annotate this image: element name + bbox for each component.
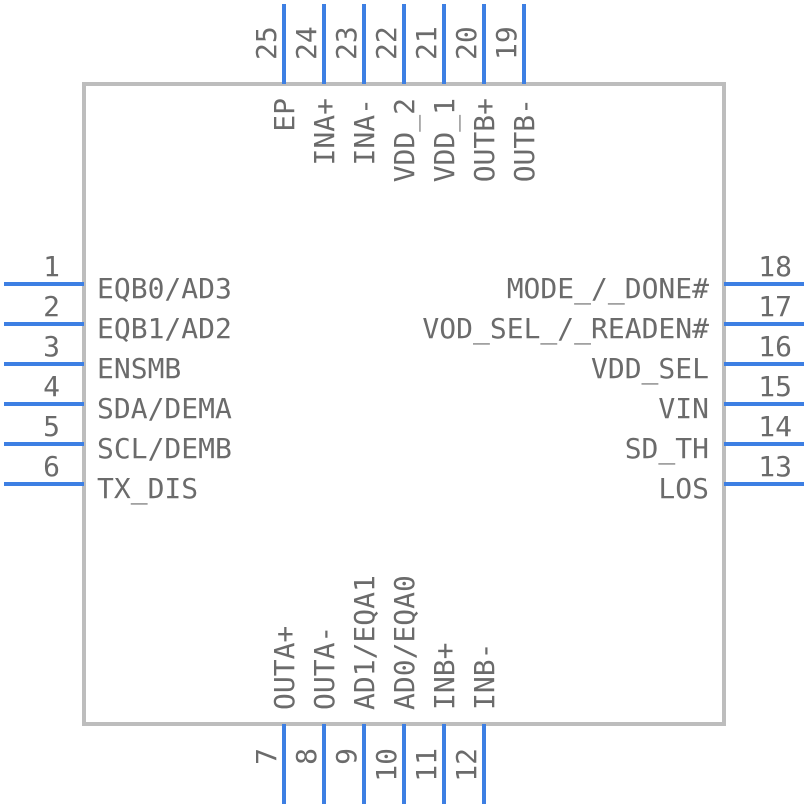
pin-number-4: 4	[43, 370, 60, 403]
pin-label-21: VDD_1	[428, 98, 462, 182]
pin-label-9: AD1/EQA1	[348, 575, 381, 710]
pin-label-25: EP	[268, 98, 301, 132]
pin-number-19: 19	[490, 26, 523, 60]
pin-number-8: 8	[290, 748, 323, 765]
pin-number-2: 2	[43, 290, 60, 323]
pin-label-17: VOD_SEL_/_READEN#	[422, 312, 709, 346]
pin-label-23: INA-	[348, 98, 381, 165]
pin-label-8: OUTA-	[308, 626, 341, 710]
pin-label-7: OUTA+	[268, 626, 301, 710]
pin-label-5: SCL/DEMB	[97, 432, 232, 465]
pin-label-15: VIN	[658, 392, 709, 425]
pin-number-22: 22	[370, 26, 403, 60]
pin-number-11: 11	[410, 748, 443, 782]
pin-number-20: 20	[450, 26, 483, 60]
pin-label-20: OUTB+	[468, 98, 501, 182]
pin-number-16: 16	[758, 330, 792, 363]
pin-number-21: 21	[410, 26, 443, 60]
pin-label-13: LOS	[658, 472, 709, 505]
pin-number-5: 5	[43, 410, 60, 443]
pin-number-9: 9	[330, 748, 363, 765]
pin-label-24: INA+	[308, 98, 341, 165]
pin-label-22: VDD_2	[388, 98, 422, 182]
pin-label-18: MODE_/_DONE#	[507, 272, 709, 306]
pin-number-18: 18	[758, 250, 792, 283]
pin-number-6: 6	[43, 450, 60, 483]
pin-number-17: 17	[758, 290, 792, 323]
pin-number-15: 15	[758, 370, 792, 403]
chip-body	[82, 82, 726, 726]
pin-number-25: 25	[250, 26, 283, 60]
pin-label-2: EQB1/AD2	[97, 312, 232, 345]
pin-number-12: 12	[450, 748, 483, 782]
pin-label-10: AD0/EQA0	[388, 575, 421, 710]
pin-label-19: OUTB-	[508, 98, 541, 182]
pin-number-24: 24	[290, 26, 323, 60]
pin-number-3: 3	[43, 330, 60, 363]
pin-label-1: EQB0/AD3	[97, 272, 232, 305]
pin-number-10: 10	[370, 748, 403, 782]
pin-label-6: TX_DIS	[97, 472, 198, 506]
pin-number-7: 7	[250, 748, 283, 765]
pin-label-14: SD_TH	[625, 432, 709, 466]
pin-label-12: INB-	[468, 643, 501, 710]
pin-number-13: 13	[758, 450, 792, 483]
pin-label-16: VDD_SEL	[591, 352, 709, 386]
pin-label-3: ENSMB	[97, 352, 181, 385]
pin-number-23: 23	[330, 26, 363, 60]
pin-number-14: 14	[758, 410, 792, 443]
pin-label-4: SDA/DEMA	[97, 392, 232, 425]
pin-number-1: 1	[43, 250, 60, 283]
pin-label-11: INB+	[428, 643, 461, 710]
